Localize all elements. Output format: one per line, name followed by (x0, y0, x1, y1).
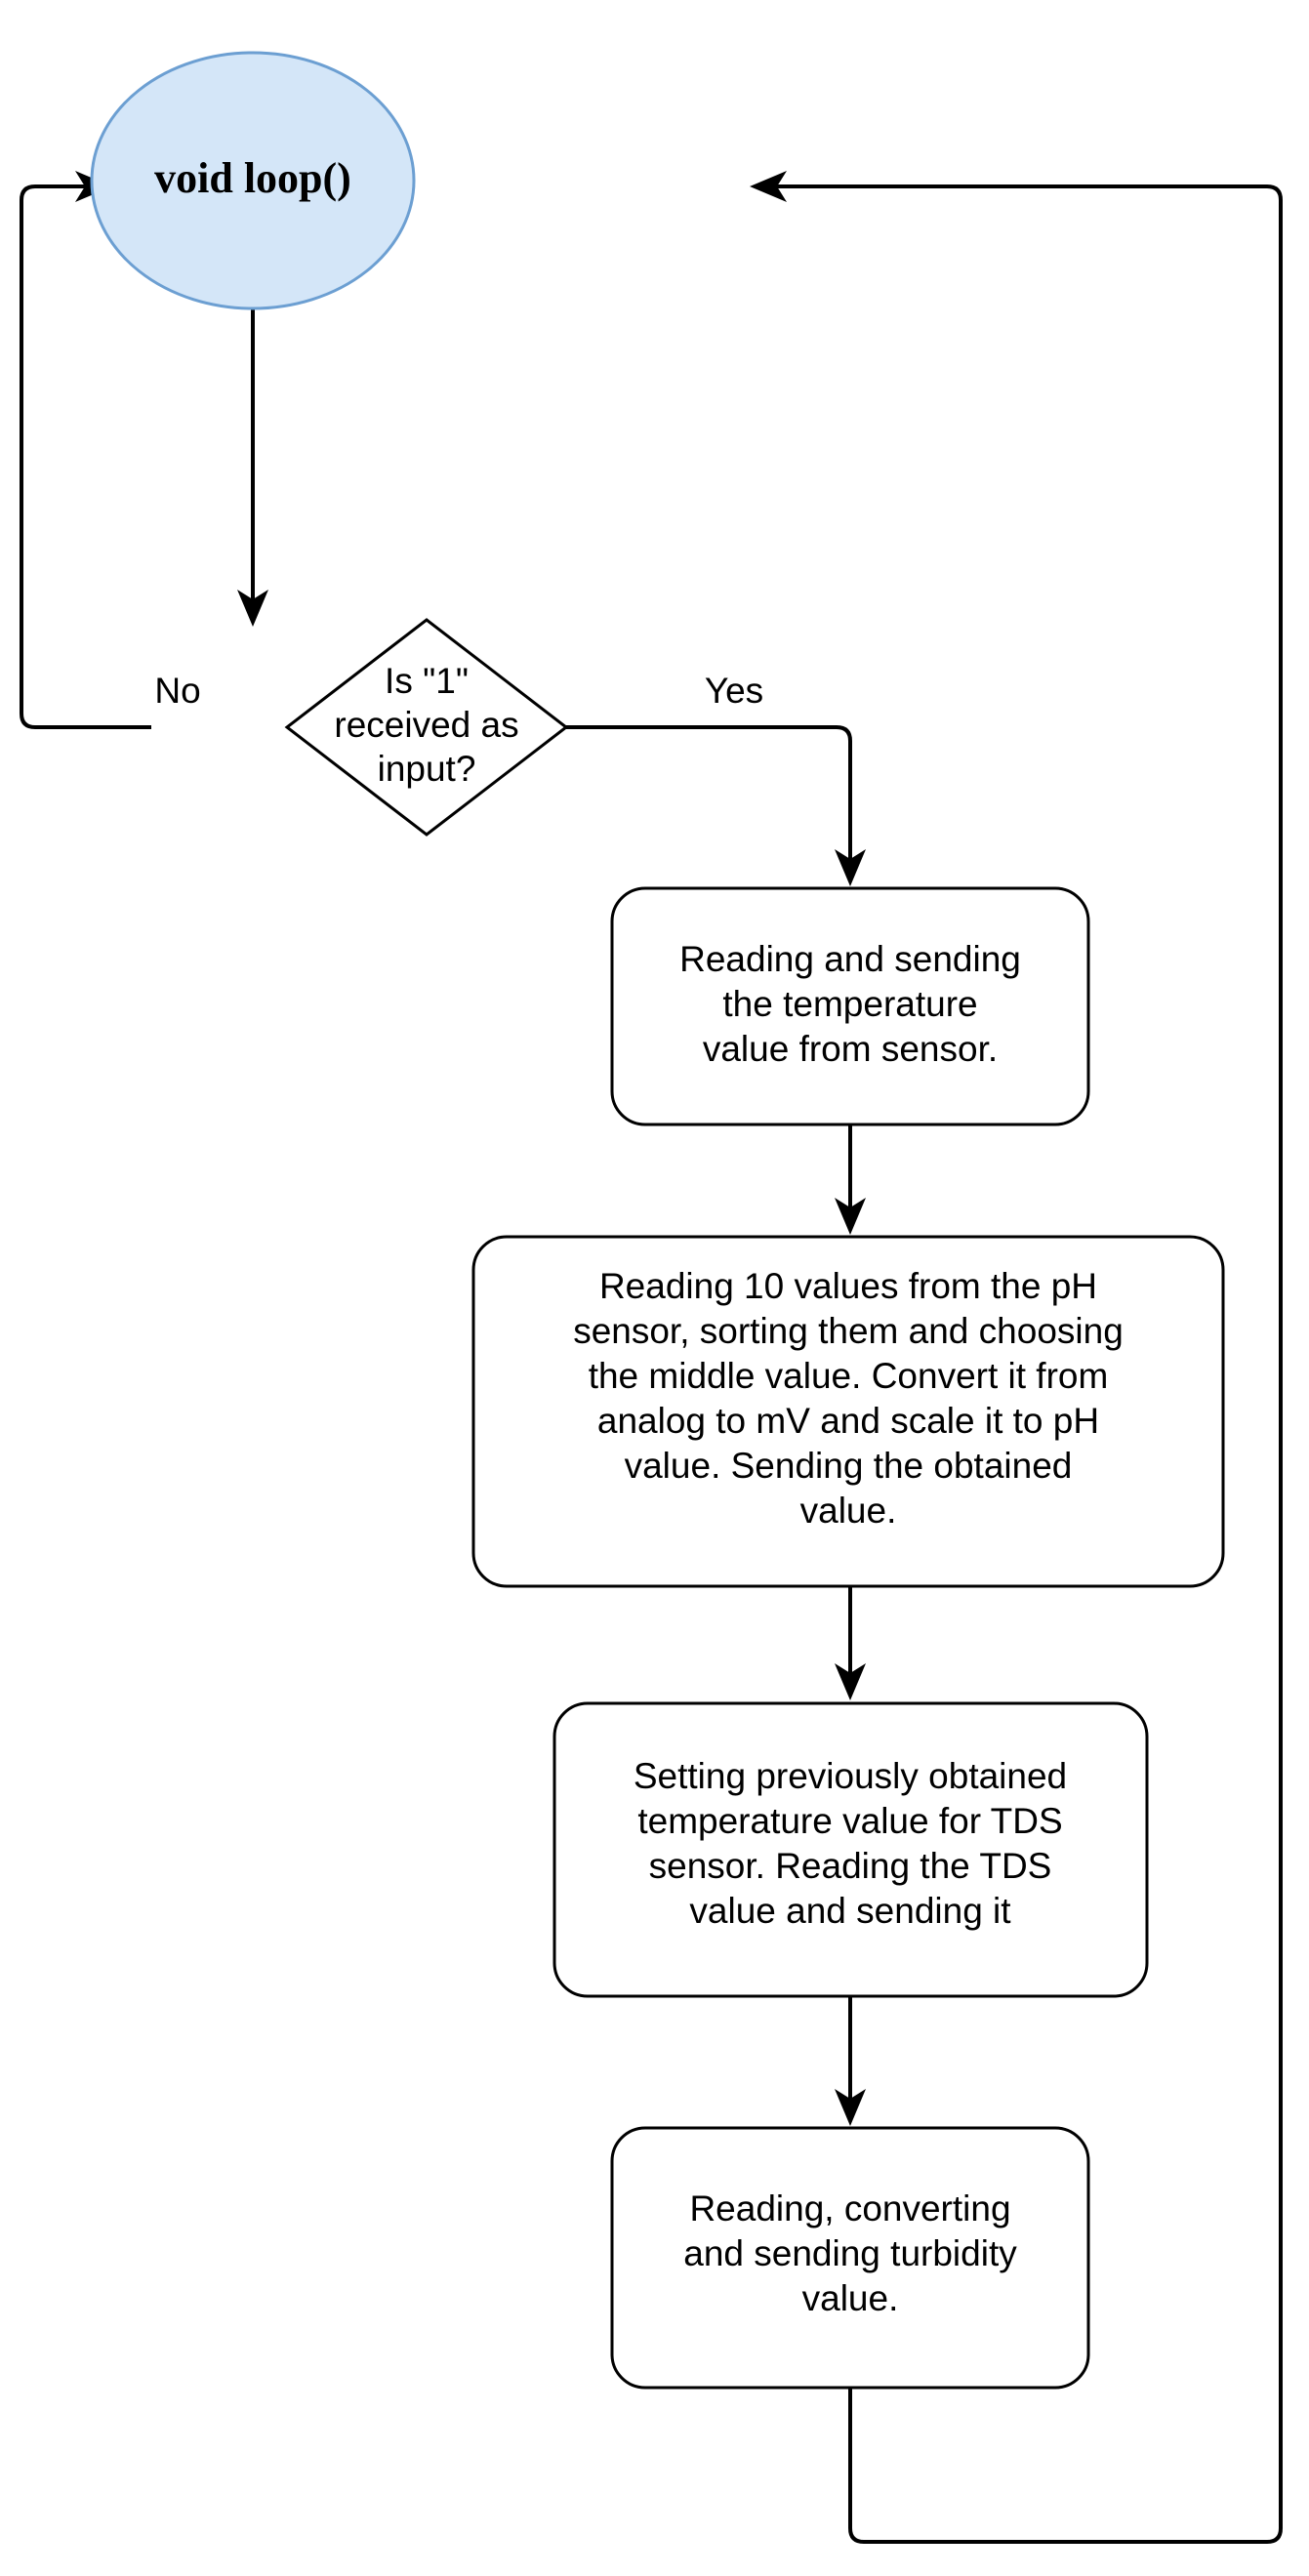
decision-label-line-1: Is "1" (385, 661, 469, 701)
turbidity-label-line-1: Reading, converting (689, 2188, 1010, 2228)
edge-temperature-to-ph (835, 1124, 866, 1235)
arrowhead-down-to-tds (835, 1663, 866, 1700)
edge-turbidity-to-start (750, 171, 1283, 2544)
turbidity-label-line-3: value. (802, 2278, 899, 2318)
temperature-label-line-3: value from sensor. (703, 1029, 998, 1069)
tds-box-shape (552, 1701, 1149, 1998)
node-process-turbidity[interactable]: Reading, converting and sending turbidit… (610, 2126, 1090, 2390)
edge-label-yes: Yes (705, 671, 763, 711)
ph-box-shape (471, 1235, 1225, 1588)
node-decision-input-check[interactable]: Is "1" received as input? (284, 618, 569, 837)
tds-label-line-1: Setting previously obtained (634, 1756, 1067, 1796)
decision-label-line-3: input? (378, 749, 476, 789)
start-ellipse-shape (90, 51, 416, 310)
temperature-box-shape (610, 886, 1090, 1126)
node-process-tds[interactable]: Setting previously obtained temperature … (552, 1701, 1149, 1998)
arrowhead-down-to-decision (237, 590, 268, 627)
edge-ph-to-tds (835, 1586, 866, 1700)
ph-label-line-3: the middle value. Convert it from (589, 1356, 1109, 1396)
ph-label-line-6: value. (800, 1491, 897, 1531)
decision-diamond-shape (284, 618, 569, 837)
start-label: void loop() (154, 154, 351, 202)
arrowhead-down-to-turbidity (835, 2089, 866, 2126)
turbidity-label-line-2: and sending turbidity (683, 2233, 1017, 2273)
edge-label-no: No (154, 671, 200, 711)
arrowhead-left-into-start (750, 171, 787, 202)
edge-decision-yes-to-temperature (566, 725, 866, 886)
tds-label-line-3: sensor. Reading the TDS (649, 1846, 1052, 1886)
ph-label-line-5: value. Sending the obtained (625, 1446, 1073, 1486)
ph-label-line-4: analog to mV and scale it to pH (597, 1401, 1099, 1441)
ph-label-line-1: Reading 10 values from the pH (599, 1266, 1097, 1306)
arrowhead-down-to-temperature (835, 849, 866, 886)
edge-start-to-decision (237, 308, 268, 627)
ph-label-line-2: sensor, sorting them and choosing (573, 1311, 1124, 1351)
node-start-void-loop[interactable]: void loop() (90, 51, 416, 310)
tds-label-line-4: value and sending it (689, 1891, 1011, 1931)
temperature-label-line-1: Reading and sending (679, 939, 1021, 979)
temperature-label-line-2: the temperature (722, 984, 977, 1024)
tds-label-line-2: temperature value for TDS (637, 1801, 1062, 1841)
decision-label-line-2: received as (334, 705, 518, 745)
edge-tds-to-turbidity (835, 1996, 866, 2126)
arrowhead-down-to-ph (835, 1198, 866, 1235)
turbidity-box-shape (610, 2126, 1090, 2390)
node-process-ph[interactable]: Reading 10 values from the pH sensor, so… (471, 1235, 1225, 1588)
node-process-temperature[interactable]: Reading and sending the temperature valu… (610, 886, 1090, 1126)
